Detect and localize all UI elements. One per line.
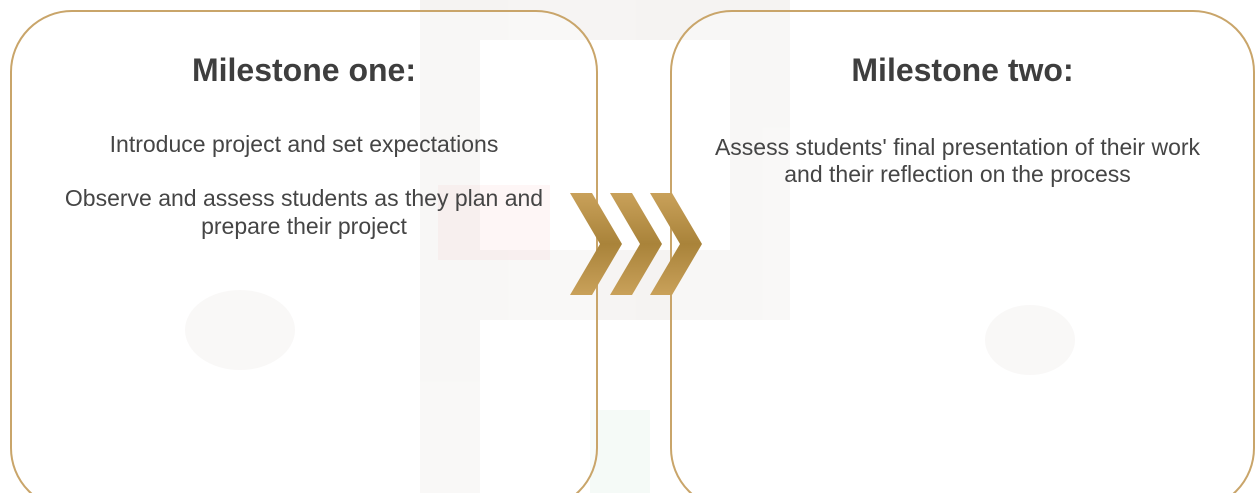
chevron-icon [610, 193, 662, 295]
triple-chevron-right-icon [570, 193, 702, 295]
milestone-two-title: Milestone two: [851, 52, 1074, 88]
chevron-icon [650, 193, 702, 295]
milestone-one-title: Milestone one: [191, 52, 416, 88]
milestone-one-body: Introduce project and set expectations O… [32, 130, 576, 266]
milestone-two-card: Milestone two: Assess students' final pr… [670, 10, 1255, 493]
milestone-one-item: Introduce project and set expectations [109, 131, 499, 157]
milestone-two-item: Assess students' final presentation of t… [714, 134, 1201, 187]
milestone-one-item: Observe and assess students as they plan… [64, 185, 544, 239]
milestone-two-body: Assess students' final presentation of t… [682, 134, 1233, 214]
milestone-one-card: Milestone one: Introduce project and set… [10, 10, 598, 493]
chevron-icon [570, 193, 622, 295]
